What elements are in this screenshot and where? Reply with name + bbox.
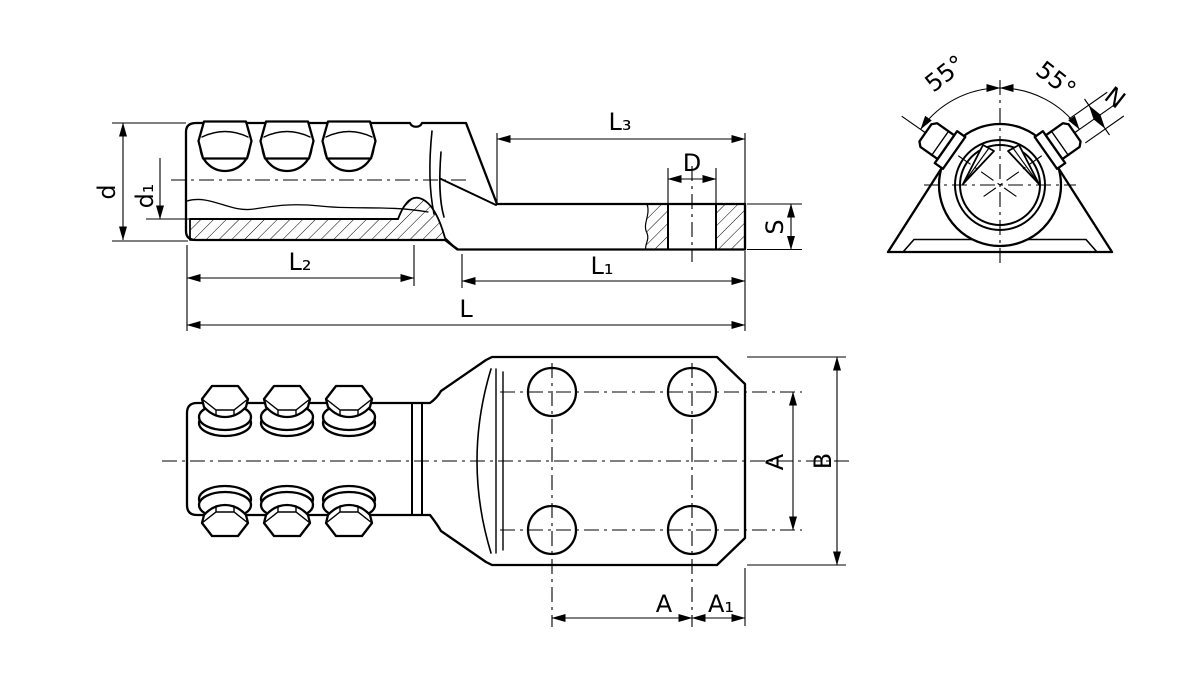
bolt-head-chamfer [263, 130, 311, 138]
palm-hole-edges [667, 203, 717, 251]
cone-inner-edge [440, 178, 497, 206]
bolt-head-facets [201, 398, 249, 417]
palm-hole [526, 366, 578, 418]
palm-hole [666, 366, 718, 418]
dim-label-A-rows: A [761, 453, 789, 470]
cone-curve [438, 151, 445, 218]
bolt-hex-head [262, 503, 312, 538]
plan-view: A B A A₁ [162, 355, 850, 627]
bolt-hex-head [197, 120, 253, 160]
dim-label-d: d [93, 184, 121, 199]
shear-bolt-side [197, 120, 253, 173]
section-hatch-palm-right [715, 203, 746, 251]
angle-arc-left [920, 83, 1001, 130]
bolt-hex-head [321, 120, 377, 160]
shear-bolt-plan-bottom [259, 484, 315, 538]
shear-bolt-plan-bottom [197, 484, 253, 538]
bolt-hex-head [259, 120, 315, 160]
lug-body-outline [184, 121, 747, 251]
shear-bolt-end-right [983, 91, 1125, 197]
broken-out-section-wavy-line [186, 198, 429, 213]
bolt-head-facets [325, 505, 373, 524]
bolt-hex-head [324, 384, 374, 419]
palm-hole [666, 504, 718, 556]
neck-groove-lines [411, 402, 423, 516]
angle-arc-right [999, 83, 1080, 130]
shear-bolt-side [321, 120, 377, 173]
palm-hole [526, 504, 578, 556]
cone-curve [429, 130, 435, 215]
bolt-hex-head [262, 384, 312, 419]
dim-label-N: N [1099, 81, 1130, 114]
shear-bolt-side [259, 120, 315, 173]
angle-label-left: 55° [920, 50, 971, 98]
bolt-hex-head [200, 503, 250, 538]
bolt-head-edge [1050, 130, 1069, 156]
shear-bolt-plan-top [321, 384, 377, 438]
shear-bolt-plan-bottom [321, 484, 377, 538]
bolt-head-facets [263, 505, 311, 524]
shear-bolt-plan-top [259, 384, 315, 438]
section-hatch-palm-left [644, 203, 669, 251]
extension-lines-D [667, 168, 717, 204]
angle-label-right: 55° [1031, 56, 1082, 104]
dim-label-B: B [809, 453, 837, 469]
dim-line-N-overshoot [1084, 98, 1110, 136]
dim-label-L2: L₂ [289, 248, 312, 276]
cone-intersection-curve [476, 368, 492, 554]
bolt-tip-right-edge [1012, 147, 1040, 185]
extension-lines-L3 [496, 133, 746, 203]
extension-lines-B [747, 356, 846, 566]
bolt-head-edge [931, 130, 950, 156]
dim-label-L3: L₃ [609, 108, 632, 136]
bolt-head-facets [325, 398, 373, 417]
dim-label-A-cols: A [656, 590, 673, 618]
dim-label-d1: d₁ [131, 184, 159, 209]
bolt-head-chamfer [201, 130, 249, 138]
bolt-axis-extension [901, 115, 925, 133]
dim-line-N [1088, 105, 1106, 129]
end-view: 55° 55° N [886, 50, 1131, 268]
lug-body-outline-plan [185, 355, 747, 567]
dim-label-S: S [761, 219, 789, 234]
bolt-hex-head [200, 384, 250, 419]
bolt-head-facets [263, 398, 311, 417]
shear-bolt-plan-top [197, 384, 253, 438]
dim-label-A1: A₁ [708, 590, 734, 618]
cone-tangent-lines [495, 368, 504, 554]
bolt-tip-left-edge [962, 147, 990, 185]
bolt-head-chamfer [325, 130, 373, 138]
dim-label-D: D [683, 149, 701, 177]
dim-label-L: L [459, 295, 473, 323]
dim-label-L1: L₁ [591, 252, 614, 280]
bolt-hex-head [324, 503, 374, 538]
side-section-view: d d₁ L₂ L₁ L L₃ D S [93, 108, 802, 331]
section-hatch-barrel-wall [189, 196, 458, 251]
hole-row-centerlines [500, 391, 802, 531]
bolt-head-facets [201, 505, 249, 524]
hole-column-centerlines [551, 363, 693, 627]
